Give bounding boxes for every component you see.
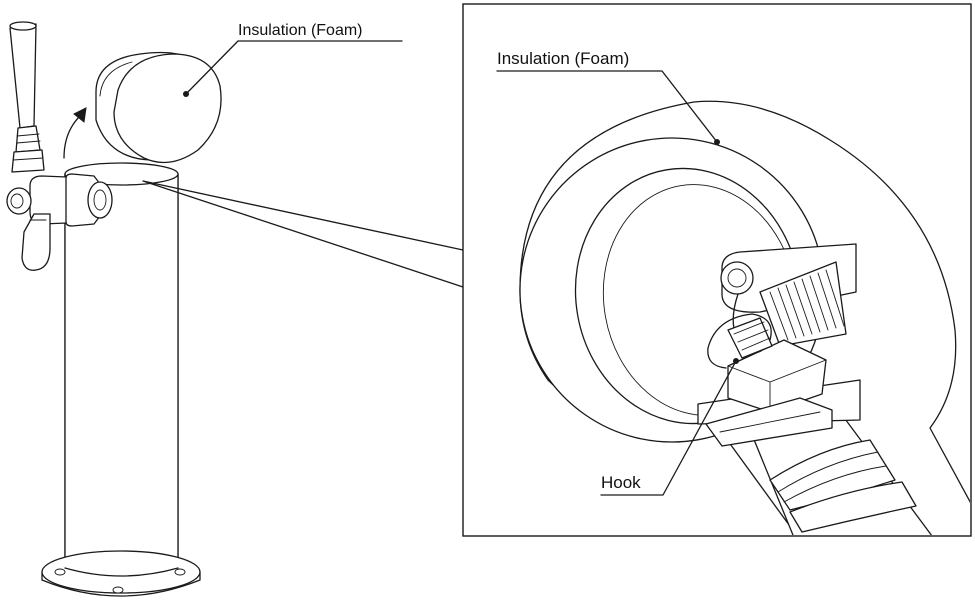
label-insulation-right: Insulation (Foam)	[497, 49, 629, 68]
faucet-spout	[21, 213, 51, 271]
hose-clamp	[789, 481, 917, 533]
lift-arrow-shaft	[63, 115, 81, 159]
leader-insulation-left	[185, 40, 403, 95]
base-bolt-hole-left	[54, 568, 66, 576]
lower-bracket-edge	[719, 411, 821, 433]
callout-insulation-left: Insulation (Foam)	[183, 22, 403, 97]
insulation-cap-rim	[99, 61, 133, 97]
detail-view: Insulation (Foam) Hook	[462, 3, 972, 537]
lift-arrow-head	[73, 107, 87, 123]
leader-dot-insulation-right	[714, 139, 720, 145]
tower-column-body	[64, 173, 179, 569]
leader-hook	[600, 360, 737, 496]
hook-block-ridges	[733, 321, 771, 351]
insulation-cap-face	[113, 53, 222, 164]
tap-handle-rings	[16, 133, 41, 144]
faucet-assembly	[6, 21, 113, 271]
hook-block	[727, 317, 773, 359]
base-bolt-hole-front	[112, 586, 124, 594]
insulation-cap	[95, 51, 222, 164]
hose-fitting-ridges	[777, 451, 887, 503]
zoom-lines	[142, 180, 464, 288]
faucet-shank-inner	[93, 189, 107, 211]
beer-tower	[41, 162, 201, 597]
leader-dot-insulation-left	[183, 91, 189, 97]
tap-handle	[9, 23, 37, 129]
tap-lever-collar-ring	[12, 157, 44, 161]
callout-insulation-right: Insulation (Foam)	[496, 49, 720, 145]
tap-handle-ferrule	[15, 125, 41, 153]
label-hook: Hook	[601, 473, 641, 492]
tap-lever-collar	[11, 149, 45, 173]
tap-handle-top	[9, 21, 37, 31]
callout-hook: Hook	[600, 358, 739, 496]
threaded-coupling	[759, 261, 847, 347]
hex-nut	[727, 339, 827, 413]
shank-end-hole	[727, 268, 747, 288]
tower-base-joint	[64, 567, 179, 577]
base-bolt-hole-right	[174, 568, 186, 576]
label-insulation-left: Insulation (Foam)	[238, 22, 363, 39]
zoom-connector	[142, 180, 464, 288]
faucet-front-cap-inner	[10, 193, 24, 209]
leader-dot-hook	[733, 358, 739, 364]
curved-arrow-up-icon	[63, 107, 87, 159]
leader-insulation-right	[496, 70, 718, 143]
coupling-threads	[769, 269, 845, 341]
